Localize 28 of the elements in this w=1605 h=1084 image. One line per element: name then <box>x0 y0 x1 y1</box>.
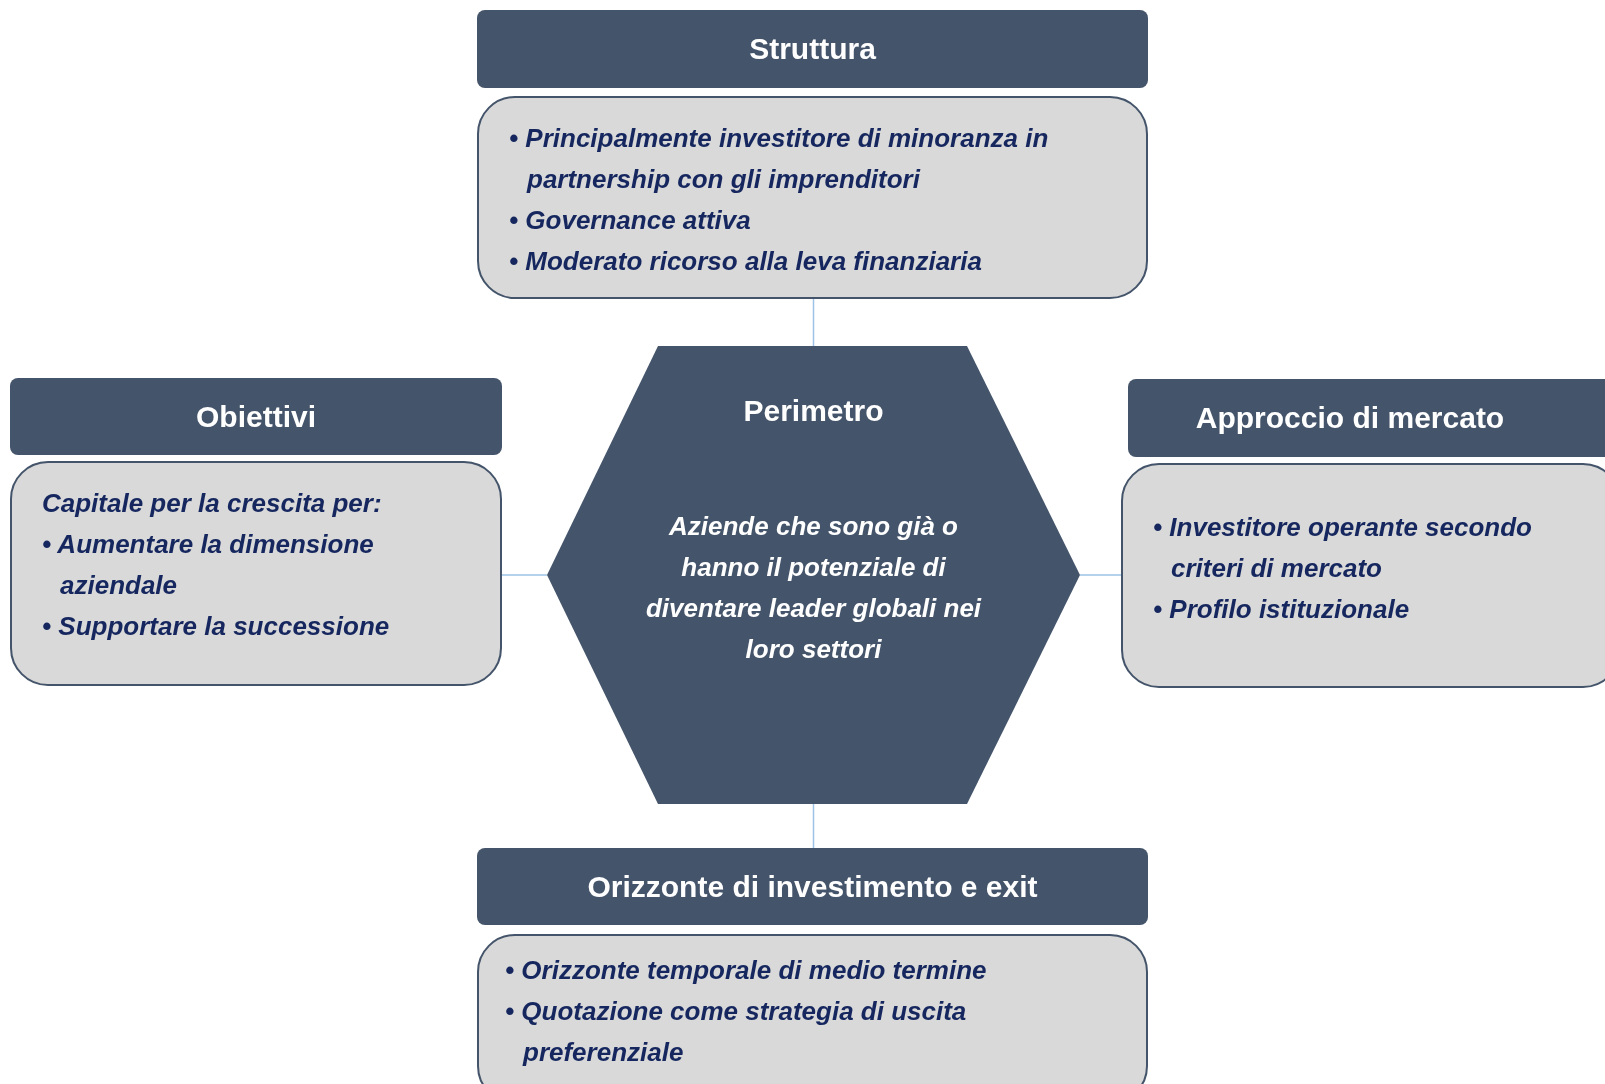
intro-text: Capitale per la crescita per: <box>42 487 383 520</box>
connector-line <box>501 574 548 576</box>
bullet-item: • Quotazione come strategia di uscita preferenziale <box>505 995 968 1069</box>
bullet-item: • Moderato ricorso alla leva finanziaria <box>509 245 983 278</box>
rounded-text-box <box>1121 463 1605 688</box>
header-bar <box>477 848 1148 925</box>
bullet-item: • Investitore operante secondo criteri di mercato <box>1153 511 1533 585</box>
header-title: Orizzonte di investimento e exit <box>587 869 1038 904</box>
header-bar <box>1128 379 1605 457</box>
bullet-item: • Governance attiva <box>509 204 752 237</box>
header-title: Struttura <box>749 32 876 66</box>
connector-line <box>1079 574 1122 576</box>
hexagon-title: Perimetro <box>742 394 885 428</box>
bullet-item: • Supportare la successione <box>42 610 391 643</box>
connector-line <box>812 803 815 849</box>
bullet-item: • Principalmente investitore di minoranza in partnership con gli imprenditori <box>509 122 1050 196</box>
bullet-item: • Aumentare la dimensione aziendale <box>42 528 375 602</box>
hexagon-description: Aziende che sono già o hanno il potenziale di diventare leader globali nei loro settori <box>644 510 983 666</box>
rounded-text-box <box>477 96 1148 299</box>
connector-line <box>812 298 815 347</box>
header-title: Obiettivi <box>196 399 316 434</box>
bullet-item: • Profilo istituzionale <box>1153 593 1411 626</box>
bullet-item: • Orizzonte temporale di medio termine <box>505 954 988 987</box>
rounded-text-box <box>477 934 1148 1084</box>
header-bar <box>10 378 502 455</box>
header-bar <box>477 10 1148 88</box>
rounded-text-box <box>10 461 502 686</box>
header-title: Approccio di mercato <box>1195 401 1505 435</box>
